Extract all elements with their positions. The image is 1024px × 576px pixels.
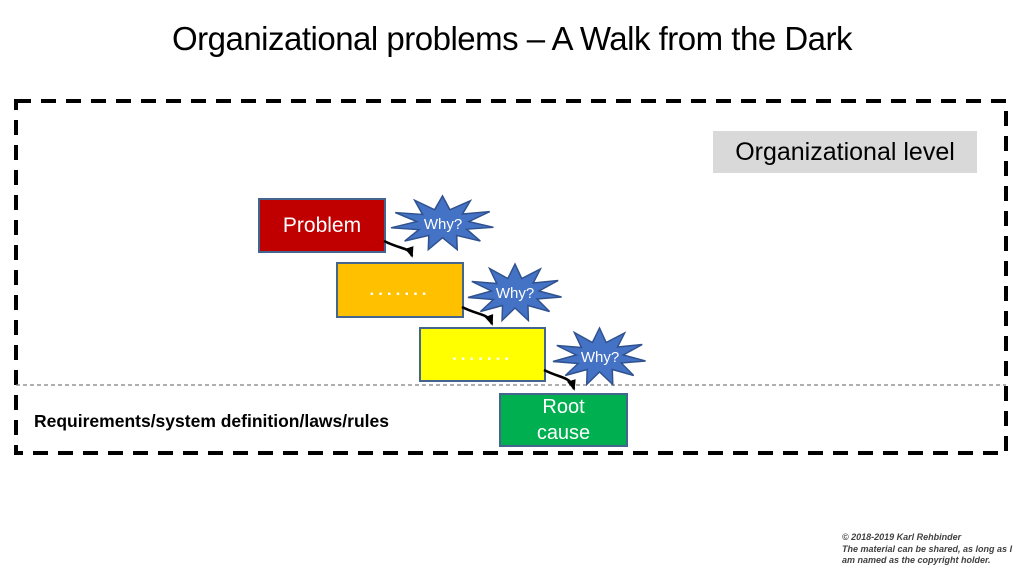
intermediate-cause-box-2-label: ....... [451,344,514,364]
copyright-notice: © 2018-2019 Karl Rehbinder The material … [842,532,1012,567]
system-boundary-frame [14,99,1008,455]
problem-box: Problem [258,198,386,253]
copyright-line-1: © 2018-2019 Karl Rehbinder [842,532,962,542]
problem-box-label: Problem [282,213,362,237]
intermediate-cause-box-2: ....... [419,327,546,382]
page-title: Organizational problems – A Walk from th… [171,20,853,57]
intermediate-cause-box-1: ....... [336,262,464,318]
root-cause-box-label: Root cause [536,396,591,444]
copyright-line-3: am named as the copyright holder. [842,555,991,566]
root-cause-box: Root cause [499,393,628,447]
organizational-level-label: Organizational level [713,131,977,173]
copyright-line-2: The material can be shared, as long as I [842,543,1013,554]
requirements-label: Requirements/system definition/laws/rule… [34,411,389,431]
intermediate-cause-box-1-label: ....... [369,280,431,299]
